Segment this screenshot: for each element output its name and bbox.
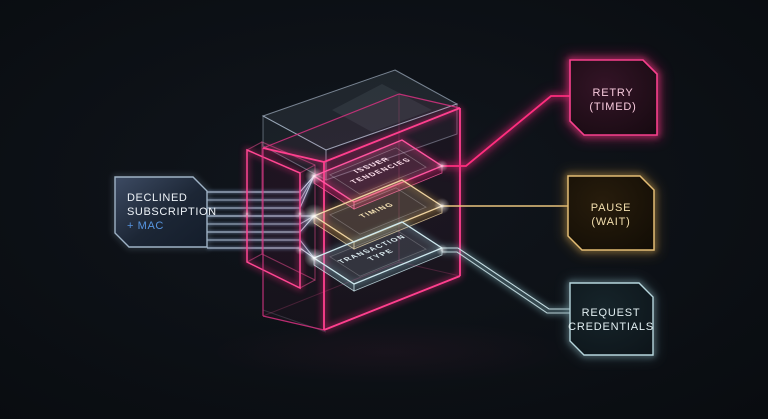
floor-glow	[210, 320, 570, 384]
glow-flare	[294, 208, 306, 220]
node-retry-shape	[569, 59, 658, 136]
node-retry: RETRY (TIMED)	[566, 56, 661, 139]
node-pause-line2: (WAIT)	[591, 216, 630, 228]
glow-flares	[242, 160, 450, 268]
filter-panel	[245, 141, 316, 292]
input-node-line3: + MAC	[127, 220, 164, 232]
glow-flare	[436, 244, 448, 256]
node-request-credentials: REQUEST CREDENTIALS	[567, 280, 656, 358]
glow-flare	[305, 167, 323, 185]
glow-flare	[242, 209, 252, 219]
node-retry-line1: RETRY	[592, 87, 633, 99]
glow-flare	[295, 245, 305, 255]
node-pause: PAUSE (WAIT)	[565, 173, 657, 253]
glow-flare	[304, 248, 324, 268]
input-node: DECLINED SUBSCRIPTION + MAC	[113, 175, 217, 249]
node-retry-line2: (TIMED)	[589, 101, 636, 113]
input-node-line1: DECLINED	[127, 192, 187, 204]
input-node-shape	[114, 176, 208, 248]
glow-flare	[302, 204, 326, 228]
node-request-credentials-line2: CREDENTIALS	[568, 321, 654, 333]
node-request-credentials-line1: REQUEST	[582, 307, 641, 319]
node-request-credentials-shape	[569, 282, 654, 356]
layer-transaction-type: TRANSACTION TYPE	[310, 220, 446, 292]
connector-retry	[442, 93, 570, 169]
input-node-line2: SUBSCRIPTION	[127, 206, 217, 218]
glow-flare	[436, 160, 448, 172]
connector-request-credentials	[442, 246, 570, 315]
node-pause-shape	[567, 175, 655, 251]
node-pause-line1: PAUSE	[591, 202, 631, 214]
glow-flare	[434, 198, 450, 214]
